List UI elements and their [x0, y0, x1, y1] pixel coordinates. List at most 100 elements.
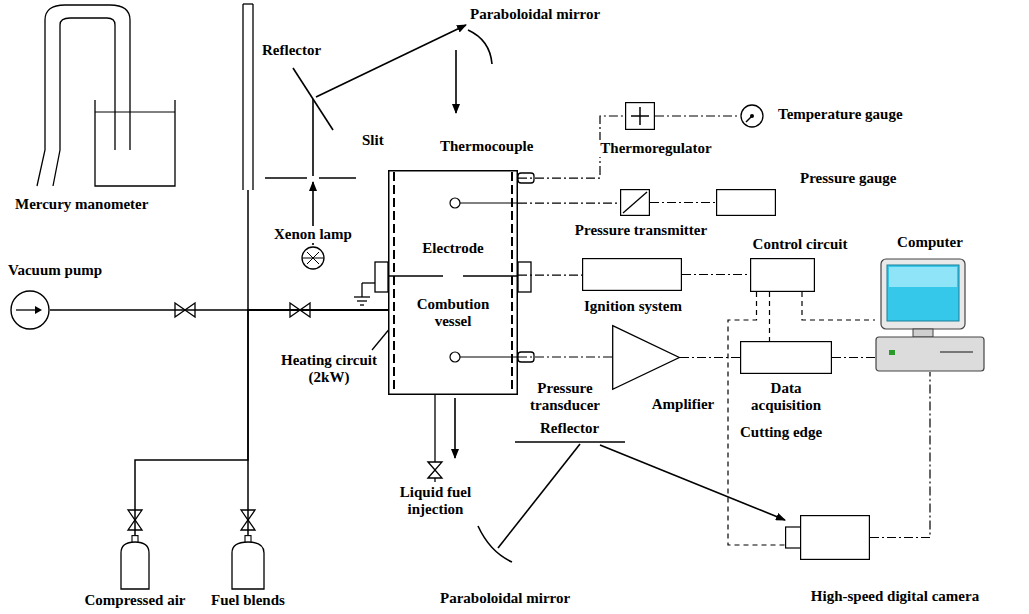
process-box-outline-part [583, 259, 682, 291]
node-label: Compressed air [50, 592, 220, 609]
thermoregulator-box: Thermoregulator [625, 102, 655, 130]
amplifier-triangle: Amplifier [612, 325, 680, 390]
manometer-tube-outline-part [37, 5, 130, 186]
node-label: Control circuit [737, 236, 863, 253]
gauge-dial-outline-part [750, 114, 754, 118]
node-label: Xenon lamp [263, 226, 363, 243]
computer-icon-outline-part [940, 351, 973, 353]
vessel-fittings-part [518, 262, 531, 292]
optical-path-top-part [455, 50, 457, 113]
part-label: Reflector [540, 420, 620, 437]
node-label: Vacuum pump [8, 262, 148, 279]
thermoregulator-box-outline-part [631, 115, 649, 117]
part-label: Heating circuit (2kW) [270, 352, 388, 386]
computer-icon-outline-part [913, 329, 933, 337]
optical-path-top-part [468, 30, 492, 64]
part-label: Slit [362, 132, 402, 149]
computer-icon-outline [875, 258, 985, 372]
combustion-vessel-outline-part [450, 352, 460, 362]
process-box-outline [740, 341, 832, 374]
node-label: Fuel blends [198, 592, 298, 609]
signal-line [518, 275, 582, 276]
signal-line [802, 292, 875, 320]
node-label: Computer [880, 234, 980, 251]
node-label: Ignition system [570, 298, 696, 315]
pipe-line [248, 310, 388, 535]
amplifier-triangle-outline-part [613, 326, 680, 390]
node-label: High-speed digital camera [770, 588, 1020, 605]
valves-part [428, 462, 442, 470]
transmitter-box: Pressure transmitter [620, 189, 650, 216]
camera-icon-outline-part [801, 516, 870, 560]
signal-line [769, 292, 770, 341]
computer-icon-outline-part [876, 337, 984, 371]
computer-icon-outline-part [881, 259, 965, 329]
thermoregulator-box-outline [625, 102, 655, 130]
part-label: Cutting edge [740, 424, 850, 441]
vessel-fittings-part [360, 304, 364, 305]
vessel-fittings-part [362, 282, 375, 283]
signal-line [655, 115, 740, 116]
gas-cylinder-outline-part [121, 542, 149, 589]
lamp-symbol-outline-part [307, 252, 319, 264]
signal-line [680, 357, 740, 358]
lamp-symbol-outline [301, 246, 325, 270]
process-box-outline-part [741, 342, 832, 374]
signal-line [518, 203, 620, 204]
optical-path-top-part [265, 177, 307, 179]
optical-path-top-part [312, 99, 314, 176]
computer-icon: Computer [875, 258, 985, 372]
optical-path-bottom-part [515, 441, 625, 443]
signal-line [518, 356, 612, 357]
valves-part [428, 470, 442, 478]
optical-path-top-part [293, 68, 333, 130]
combustion-vessel-outline-part [393, 172, 395, 393]
pipe-line [248, 190, 388, 310]
manometer-tube-outline-part [53, 18, 115, 186]
node-label: Combution vessel [398, 296, 508, 330]
process-box-outline [750, 258, 815, 292]
process-box: Ignition system [582, 258, 682, 291]
lamp-symbol-outline-part [302, 247, 324, 269]
signal-line [870, 372, 930, 538]
optical-path-bottom-part [454, 398, 456, 458]
gas-cylinder-outline [231, 535, 265, 590]
process-box: Data acquisition [740, 341, 832, 374]
manometer-tube-outline-part [252, 4, 253, 190]
computer-icon-outline-part [887, 265, 959, 321]
vessel-fittings-part [375, 262, 388, 292]
process-box-outline [582, 258, 682, 291]
transmitter-box-outline [620, 189, 650, 216]
part-label: Thermocouple [440, 138, 550, 155]
manometer-tube-outline-part [243, 3, 253, 4]
signal-line [682, 274, 750, 275]
camera-icon-outline-part [786, 527, 801, 548]
gas-cylinder: Fuel blends [231, 535, 265, 590]
gas-cylinder-outline [120, 535, 150, 590]
part-label: Paraboloidal mirror [470, 6, 640, 23]
vessel-fittings-part [354, 296, 370, 297]
node-label: Temperature gauge [778, 106, 943, 123]
amplifier-triangle-outline [612, 325, 680, 390]
manometer-tube-outline-part [95, 112, 175, 113]
node-label: Pressure transmitter [562, 222, 720, 239]
vessel-fittings-part [361, 283, 362, 297]
optical-path-top-part [319, 177, 356, 179]
gauge-dial: Temperature gauge [740, 104, 764, 128]
computer-icon-outline-part [889, 350, 895, 355]
combustion-vessel-outline-part [463, 275, 517, 276]
lamp-symbol: Xenon lamp [301, 246, 325, 270]
signal-line [650, 202, 716, 203]
combustion-vessel-outline-part [460, 357, 517, 358]
node-label: Electrode [398, 240, 508, 257]
combustion-vessel: ElectrodeCombution vessel [388, 170, 518, 395]
node-label: Thermoregulator [592, 140, 720, 157]
manometer-tube-outline-part [242, 4, 243, 190]
pump-symbol: Vacuum pump [10, 290, 50, 330]
signal-line [728, 292, 785, 545]
optical-path-bottom-part [498, 444, 580, 548]
combustion-vessel-outline-part [460, 203, 517, 204]
combustion-vessel-outline-part [389, 171, 518, 395]
part-label: Reflector [262, 42, 352, 59]
